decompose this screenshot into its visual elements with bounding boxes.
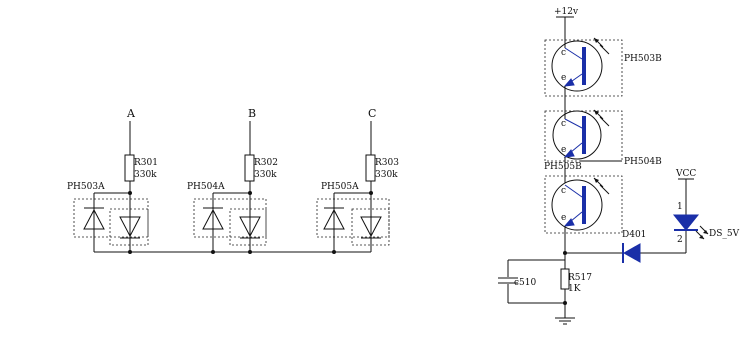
label-ph503b: PH503B bbox=[624, 54, 662, 64]
ph503a-box bbox=[73, 198, 149, 238]
label-r302-value: 330k bbox=[254, 170, 277, 180]
label-d401: D401 bbox=[622, 230, 646, 240]
capacitor-c510: c510 bbox=[498, 277, 536, 288]
label-r301: R301 bbox=[134, 158, 158, 168]
left-circuit: A R301 330k PH503A B R302 330k PH5 bbox=[67, 107, 399, 254]
svg-text:c: c bbox=[561, 186, 566, 196]
diode-d401: D401 bbox=[622, 230, 646, 263]
phototransistor-ph505b: c e bbox=[544, 175, 623, 234]
label-r301-value: 330k bbox=[134, 170, 157, 180]
label-r303: R303 bbox=[375, 158, 399, 168]
svg-text:2: 2 bbox=[677, 235, 683, 245]
label-supply-12v: +12v bbox=[554, 7, 579, 17]
label-ds-5v: DS_5V bbox=[709, 229, 740, 239]
label-ph505a: PH505A bbox=[321, 182, 359, 192]
label-b: B bbox=[248, 107, 256, 120]
svg-text:c: c bbox=[561, 119, 566, 129]
label-r517: R517 bbox=[568, 273, 592, 283]
label-r302: R302 bbox=[254, 158, 278, 168]
svg-text:e: e bbox=[561, 145, 566, 155]
label-c: C bbox=[368, 107, 376, 120]
label-ph504b: PH504B bbox=[624, 157, 662, 167]
ph505a-box bbox=[316, 198, 390, 238]
right-circuit: +12v c e PH503B c e bbox=[498, 7, 740, 325]
label-r517-value: 1K bbox=[568, 284, 581, 294]
label-c510: c510 bbox=[514, 278, 536, 288]
ground-symbol bbox=[555, 317, 575, 325]
resistor-r301 bbox=[124, 154, 135, 182]
label-vcc: VCC bbox=[675, 169, 696, 179]
resistor-r302 bbox=[244, 154, 255, 182]
svg-text:c: c bbox=[561, 48, 566, 58]
svg-text:e: e bbox=[561, 213, 566, 223]
label-ph503a: PH503A bbox=[67, 182, 105, 192]
resistor-r303 bbox=[365, 154, 376, 182]
svg-text:e: e bbox=[561, 73, 566, 83]
phototransistor-ph503b: c e PH503B bbox=[544, 37, 662, 97]
led-ds-5v: 1 2 DS_5V bbox=[672, 202, 740, 245]
svg-text:1: 1 bbox=[677, 202, 683, 212]
label-ph504a: PH504A bbox=[187, 182, 225, 192]
label-ph505b: PH505B bbox=[544, 162, 582, 172]
label-a: A bbox=[126, 107, 136, 120]
phototransistor-ph504b: c e PH504B bbox=[544, 109, 662, 167]
label-r303-value: 330k bbox=[375, 170, 398, 180]
